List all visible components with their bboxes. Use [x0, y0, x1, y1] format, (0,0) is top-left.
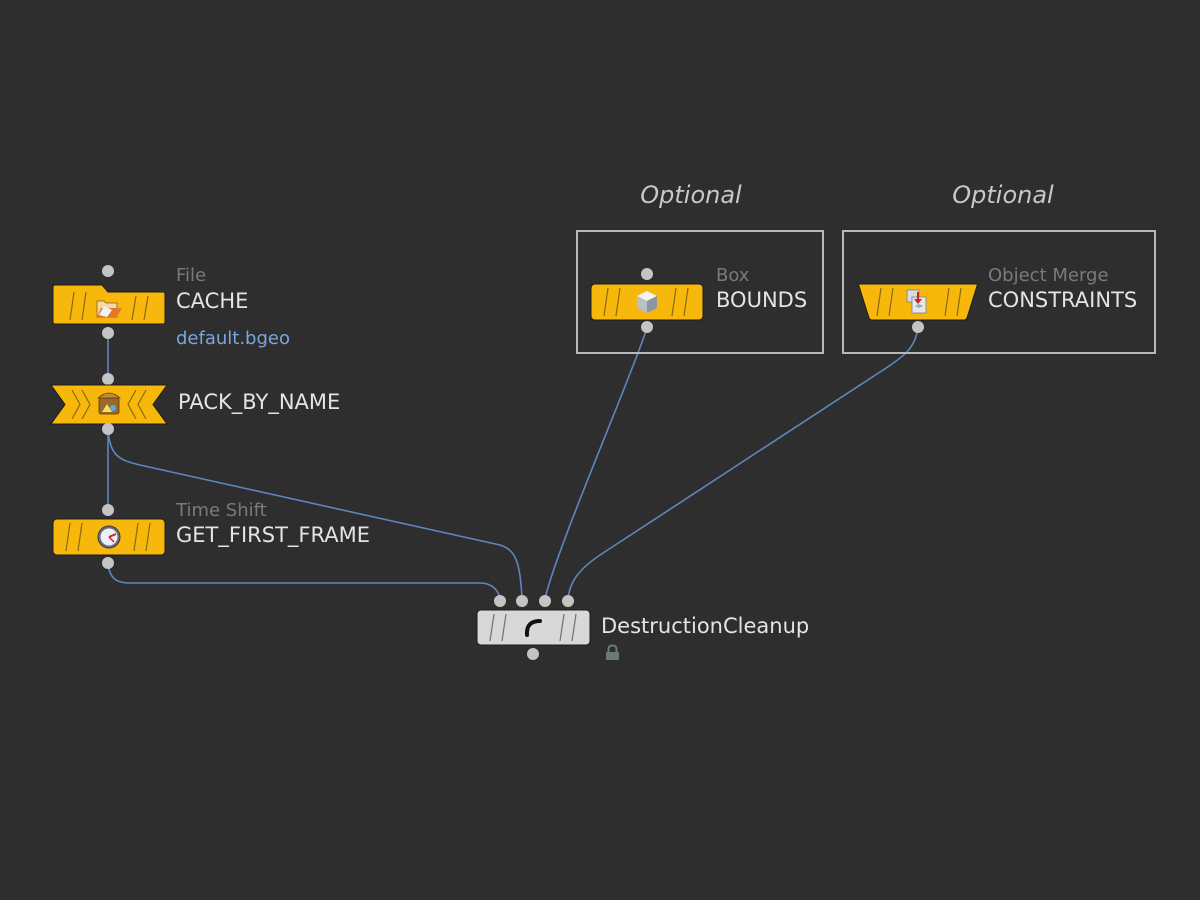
lock-icon[interactable]: [604, 644, 621, 661]
node-name-label[interactable]: DestructionCleanup: [601, 614, 810, 638]
output-connector[interactable]: [102, 423, 114, 435]
input-connector[interactable]: [102, 504, 114, 516]
wire-pack-to-cleanup[interactable]: [107, 429, 523, 599]
treasure-chest-icon: [96, 392, 122, 415]
node-name-label[interactable]: CACHE: [176, 289, 249, 313]
input-connector-2[interactable]: [516, 595, 528, 607]
node-bounds[interactable]: [590, 283, 704, 321]
input-connector-4[interactable]: [562, 595, 574, 607]
node-type-label: Object Merge: [988, 265, 1109, 286]
node-name-label[interactable]: CONSTRAINTS: [988, 288, 1138, 312]
network-box-title: Optional: [640, 181, 742, 209]
cube-icon: [637, 291, 657, 313]
output-connector[interactable]: [102, 327, 114, 339]
output-connector[interactable]: [641, 321, 653, 333]
network-box-bounds[interactable]: [576, 230, 824, 354]
node-destruction-cleanup[interactable]: [476, 609, 591, 646]
hda-icon: [524, 619, 542, 637]
input-connector[interactable]: [102, 373, 114, 385]
network-box-title: Optional: [952, 181, 1054, 209]
wire-constraints-to-cleanup[interactable]: [567, 327, 919, 599]
input-connector[interactable]: [102, 265, 114, 277]
node-name-label[interactable]: GET_FIRST_FRAME: [176, 523, 370, 547]
stopwatch-icon: [97, 525, 121, 549]
input-connector-1[interactable]: [494, 595, 506, 607]
node-type-label: Time Shift: [176, 500, 267, 521]
network-box-constraints[interactable]: [842, 230, 1156, 354]
node-type-label: File: [176, 265, 207, 286]
node-cache[interactable]: [52, 284, 166, 325]
node-name-label[interactable]: BOUNDS: [716, 288, 808, 312]
node-param-label: default.bgeo: [176, 328, 290, 349]
node-get-first-frame[interactable]: [52, 518, 166, 556]
node-name-label[interactable]: PACK_BY_NAME: [178, 390, 341, 414]
node-pack-by-name[interactable]: [50, 384, 168, 425]
node-type-label: Box: [716, 265, 750, 286]
output-connector[interactable]: [102, 557, 114, 569]
output-connector[interactable]: [912, 321, 924, 333]
wire-timeshift-to-cleanup[interactable]: [107, 563, 501, 599]
folder-icon: [96, 300, 122, 318]
output-connector[interactable]: [527, 648, 539, 660]
input-connector[interactable]: [641, 268, 653, 280]
node-constraints[interactable]: [857, 283, 979, 321]
object-merge-icon: [906, 289, 927, 314]
input-connector-3[interactable]: [539, 595, 551, 607]
